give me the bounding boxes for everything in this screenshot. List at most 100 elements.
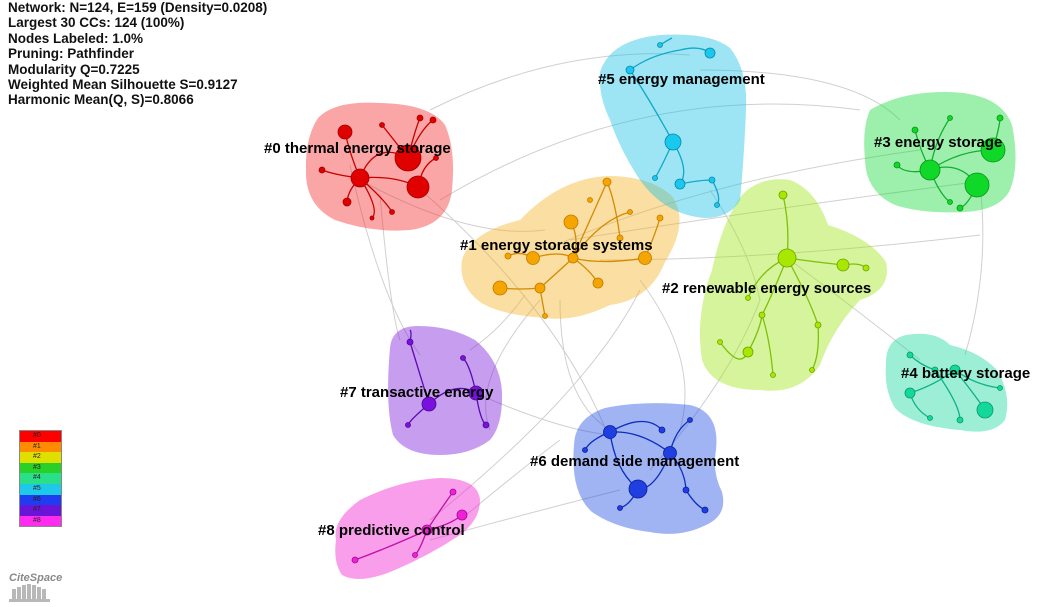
node [587, 197, 593, 203]
node [906, 351, 914, 359]
node [927, 415, 933, 421]
stat-line: Weighted Mean Silhouette S=0.9127 [8, 77, 238, 93]
node [592, 277, 604, 289]
cluster-5-nodes [625, 42, 720, 208]
node [947, 199, 953, 205]
node [777, 248, 797, 268]
node [625, 65, 635, 75]
cluster-3-nodes [893, 114, 1006, 212]
node [980, 137, 1006, 163]
node [542, 313, 548, 319]
node [482, 421, 490, 429]
node [567, 252, 579, 264]
node [997, 385, 1003, 391]
node [919, 159, 941, 181]
citespace-logo: CiteSpace [6, 572, 66, 604]
node [814, 321, 822, 329]
node [351, 556, 359, 564]
node [617, 505, 623, 511]
node [563, 214, 579, 230]
node [421, 396, 437, 412]
legend-item-0: #0 [20, 431, 61, 442]
node [949, 364, 961, 376]
cluster-label-4: #4 battery storage [901, 365, 1030, 382]
node [708, 176, 716, 184]
stat-line: Largest 30 CCs: 124 (100%) [8, 15, 185, 31]
cluster-7-nodes [405, 338, 490, 429]
node [582, 447, 588, 453]
legend-item-1: #1 [20, 441, 61, 453]
node [836, 258, 850, 272]
node [663, 446, 677, 460]
legend-item-5: #5 [20, 483, 61, 495]
node [406, 338, 414, 346]
legend-item-6: #6 [20, 494, 61, 506]
stat-line: Modularity Q=0.7225 [8, 61, 140, 77]
logo-text: CiteSpace [9, 572, 63, 584]
logo-books-icon [9, 584, 50, 602]
node [664, 133, 682, 151]
node [701, 506, 709, 514]
color-legend: #0 #1 #2 #3 #4 #5 #6 #7 #8 [19, 430, 62, 528]
stat-line: Pruning: Pathfinder [8, 46, 134, 62]
legend-item-4: #4 [20, 473, 61, 484]
node [742, 346, 754, 358]
node [931, 366, 939, 374]
node [492, 280, 508, 296]
cluster-0-nodes [318, 114, 439, 221]
node [652, 175, 658, 181]
cluster-label-5: #5 energy management [598, 71, 765, 88]
node [996, 114, 1004, 122]
network-stats: Network: N=124, E=159 (Density=0.0208) L… [8, 0, 267, 108]
node [862, 264, 870, 272]
node [389, 209, 395, 215]
node [412, 552, 418, 558]
stat-line: Network: N=124, E=159 (Density=0.0208) [8, 0, 268, 15]
node [704, 47, 716, 59]
legend-item-3: #3 [20, 462, 61, 474]
node [809, 367, 815, 373]
cluster-hull-7 [388, 326, 503, 455]
node [429, 116, 437, 124]
node [603, 425, 617, 439]
cluster-4-nodes [904, 351, 1003, 424]
node [627, 209, 633, 215]
node [337, 124, 353, 140]
node [416, 114, 424, 122]
cluster-label-2: #2 renewable energy sources [662, 280, 871, 297]
cluster-label-7: #7 transactive energy [340, 384, 494, 401]
stat-line: Nodes Labeled: 1.0% [8, 30, 144, 46]
cluster-label-0: #0 thermal energy storage [264, 140, 451, 157]
node [717, 339, 723, 345]
cluster-6-nodes [582, 417, 709, 514]
node [758, 311, 766, 319]
node [687, 417, 693, 423]
cluster-8-nodes [351, 488, 468, 564]
node [658, 426, 666, 434]
legend-item-7: #7 [20, 505, 61, 516]
cluster-label-1: #1 energy storage systems [460, 237, 653, 254]
node [369, 215, 375, 221]
cluster-hull-4 [885, 333, 1008, 432]
node [893, 161, 901, 169]
node [638, 251, 652, 265]
node [460, 355, 466, 361]
node [778, 190, 788, 200]
node [342, 197, 352, 207]
node [406, 175, 430, 199]
node [449, 488, 457, 496]
node [770, 372, 776, 378]
node [421, 524, 433, 536]
legend-item-8: #8 [20, 515, 61, 527]
node [534, 282, 546, 294]
cluster-hull-1 [461, 176, 680, 319]
cluster-2-nodes [717, 190, 870, 378]
cluster-label-3: #3 energy storage [874, 134, 1002, 151]
nodes [318, 42, 1006, 564]
legend-item-2: #2 [20, 452, 61, 463]
node [616, 234, 624, 242]
node [956, 416, 964, 424]
node [904, 387, 916, 399]
node [602, 177, 612, 187]
